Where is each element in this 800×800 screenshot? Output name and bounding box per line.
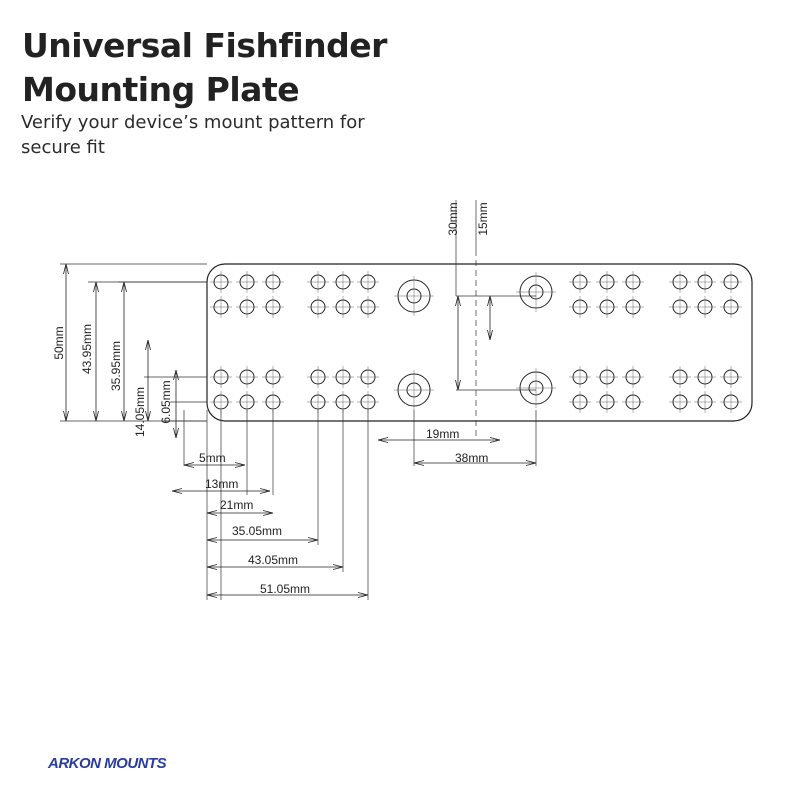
extension-lines	[60, 200, 537, 600]
dim-label-5mm: 5mm	[199, 451, 226, 465]
dim-label-35mm: 35.05mm	[232, 524, 282, 538]
dim-label-19mm: 19mm	[426, 427, 459, 441]
plate-outline	[206, 263, 753, 422]
dim-label-6-05mm: 6.05mm	[159, 380, 173, 423]
dim-label-21mm: 21mm	[220, 498, 253, 512]
page-subtitle: Verify your device’s mount pattern for s…	[21, 112, 365, 158]
hole-pattern	[210, 271, 742, 413]
dim-label-43mm: 43.05mm	[248, 553, 298, 567]
dim-label-43-95mm: 43.95mm	[80, 324, 94, 374]
dim-label-35-95mm: 35.95mm	[109, 341, 123, 391]
dim-label-38mm: 38mm	[455, 451, 488, 465]
dim-label-51mm: 51.05mm	[260, 582, 310, 596]
dim-label-30mm: 30mm	[446, 202, 460, 235]
dim-label-15mm: 15mm	[476, 202, 490, 235]
dim-label-50mm: 50mm	[52, 326, 66, 359]
page-title: Universal Fishfinder Mounting Plate	[22, 24, 387, 112]
dim-label-13mm: 13mm	[205, 477, 238, 491]
title-line-1: Universal Fishfinder	[22, 26, 387, 65]
title-line-2: Mounting Plate	[22, 70, 300, 109]
dimension-lines	[66, 264, 536, 595]
brand-logo: ARKON MOUNTS	[48, 755, 167, 772]
dim-label-14-05mm: 14.05mm	[133, 387, 147, 437]
